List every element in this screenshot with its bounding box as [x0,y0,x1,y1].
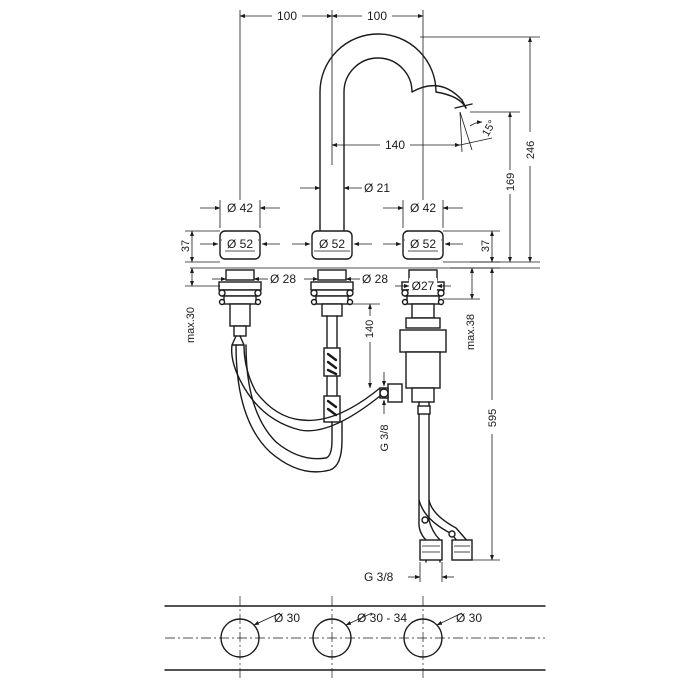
dim-dia-52-right: Ø 52 [410,237,436,251]
dim-dia-52-mid: Ø 52 [319,237,345,251]
dim-100-right: 100 [367,9,387,23]
dim-dia-28-left: Ø 28 [270,272,296,286]
dim-max-30: max.30 [185,307,197,343]
deck-plan [164,596,546,680]
hole-left [220,618,260,658]
hole-right [403,618,443,658]
dim-595: 595 [487,409,499,427]
dim-dia-42-left: Ø 42 [227,201,253,215]
middle-spout-body [310,269,354,423]
dim-max-38: max.38 [465,314,477,350]
dim-dia-27-right: Ø27 [412,279,435,293]
dim-595 [450,267,500,561]
center-lines [239,10,424,200]
dim-g38-bottom: G 3/8 [364,570,394,584]
dim-base-dia [200,236,463,250]
dim-hole-right: Ø 30 [456,611,482,625]
left-valve-body [218,269,262,346]
dim-reach [331,138,461,152]
dim-140-hose: 140 [364,320,376,338]
dim-hole-mid: Ø 30 - 34 [357,611,407,625]
hoses [230,344,473,563]
dim-37-left: 37 [180,240,192,252]
dim-dia-28-mid: Ø 28 [362,272,388,286]
right-valve-body [379,269,447,521]
spout [319,33,473,239]
dim-top [239,9,424,23]
dim-heights [420,36,540,263]
dim-dia-52-left: Ø 52 [227,237,253,251]
dim-g38-bottom [408,562,454,582]
dim-37 [185,230,500,263]
dim-169: 169 [505,173,517,191]
dim-g38-mid: G 3/8 [379,425,391,452]
dim-100-left: 100 [277,9,297,23]
dim-140-reach: 140 [385,138,405,152]
dim-max [185,267,480,300]
dim-246: 246 [525,141,537,159]
dim-dia-21: Ø 21 [364,181,390,195]
dim-hole-left: Ø 30 [274,611,300,625]
dim-15-deg: 15° [480,118,499,138]
dim-hose-140 [346,303,380,389]
dim-37-right: 37 [480,240,492,252]
dim-handle-dia [200,200,463,228]
hole-mid [312,618,352,658]
dim-dia-42-right: Ø 42 [410,201,436,215]
dim-shank-dia [212,277,451,292]
dim-angle [459,111,493,153]
